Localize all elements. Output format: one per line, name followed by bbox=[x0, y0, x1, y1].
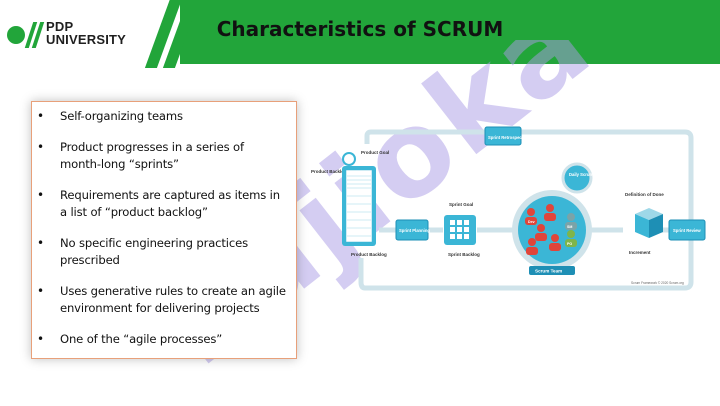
bullet-item: Self-organizing teams bbox=[37, 108, 288, 125]
product-backlog-label: Product Backlog bbox=[351, 252, 387, 257]
sprint-planning-label: Sprint Planning bbox=[399, 228, 430, 233]
slide-header: PDP UNIVERSITY Characteristics of SCRUM bbox=[0, 0, 720, 68]
role-sm-label: SM bbox=[567, 225, 572, 229]
sprint-goal-label: Sprint Goal bbox=[449, 202, 473, 207]
daily-scrum-label: Daily Scrum bbox=[569, 172, 593, 177]
logo-slash-icon bbox=[24, 22, 45, 48]
scrum-team-label: Scrum Team bbox=[535, 269, 562, 274]
sprint-backlog-grid-icon bbox=[450, 220, 469, 239]
role-po-label: PO bbox=[567, 242, 572, 246]
increment-label: Increment bbox=[629, 250, 651, 255]
sprint-review-label: Sprint Review bbox=[673, 228, 701, 233]
sprint-retrospective-box bbox=[484, 126, 522, 146]
role-dev-label: Dev bbox=[528, 220, 535, 224]
logo-dot-icon bbox=[7, 26, 25, 44]
daily-scrum-circle bbox=[561, 162, 593, 194]
team-member-icon bbox=[526, 204, 561, 255]
logo-line-2: UNIVERSITY bbox=[46, 32, 127, 47]
scrum-framework-diagram: Product Goal Product Backlog Refinement … bbox=[309, 118, 711, 298]
header-green-bar bbox=[180, 0, 720, 64]
product-backlog-rows bbox=[347, 175, 371, 237]
logo: PDP UNIVERSITY bbox=[46, 20, 126, 46]
bullet-item: Uses generative rules to create an agile… bbox=[37, 283, 288, 317]
product-goal-icon bbox=[342, 152, 356, 166]
slide-title: Characteristics of SCRUM bbox=[216, 17, 504, 41]
team-member-icon bbox=[565, 213, 577, 230]
definition-of-done-label: Definition of Done bbox=[625, 192, 664, 197]
logo-line-1: PDP bbox=[46, 19, 74, 34]
sprint-retrospective-label: Sprint Retrospective bbox=[488, 135, 530, 140]
bullet-item: No specific engineering practices prescr… bbox=[37, 235, 288, 269]
sprint-loop-track bbox=[358, 129, 694, 291]
product-backlog-sheet bbox=[345, 169, 373, 243]
sprint-review-box bbox=[668, 219, 706, 241]
bullet-item: One of the “agile processes” bbox=[37, 331, 288, 348]
increment-cube-icon bbox=[635, 208, 663, 238]
product-goal-label: Product Goal bbox=[361, 150, 389, 155]
scrum-team-banner bbox=[529, 266, 575, 275]
team-member-icon bbox=[565, 230, 577, 247]
sprint-backlog-label: Sprint Backlog bbox=[448, 252, 480, 257]
bullet-item: Product progresses in a series of month-… bbox=[37, 139, 288, 173]
characteristics-list: Self-organizing teams Product progresses… bbox=[31, 101, 297, 359]
sprint-planning-box bbox=[395, 219, 429, 241]
diagram-footer: Scrum Framework © 2020 Scrum.org bbox=[631, 281, 684, 285]
team-member-icon bbox=[525, 208, 537, 225]
bullet-item: Requirements are captured as items in a … bbox=[37, 187, 288, 221]
